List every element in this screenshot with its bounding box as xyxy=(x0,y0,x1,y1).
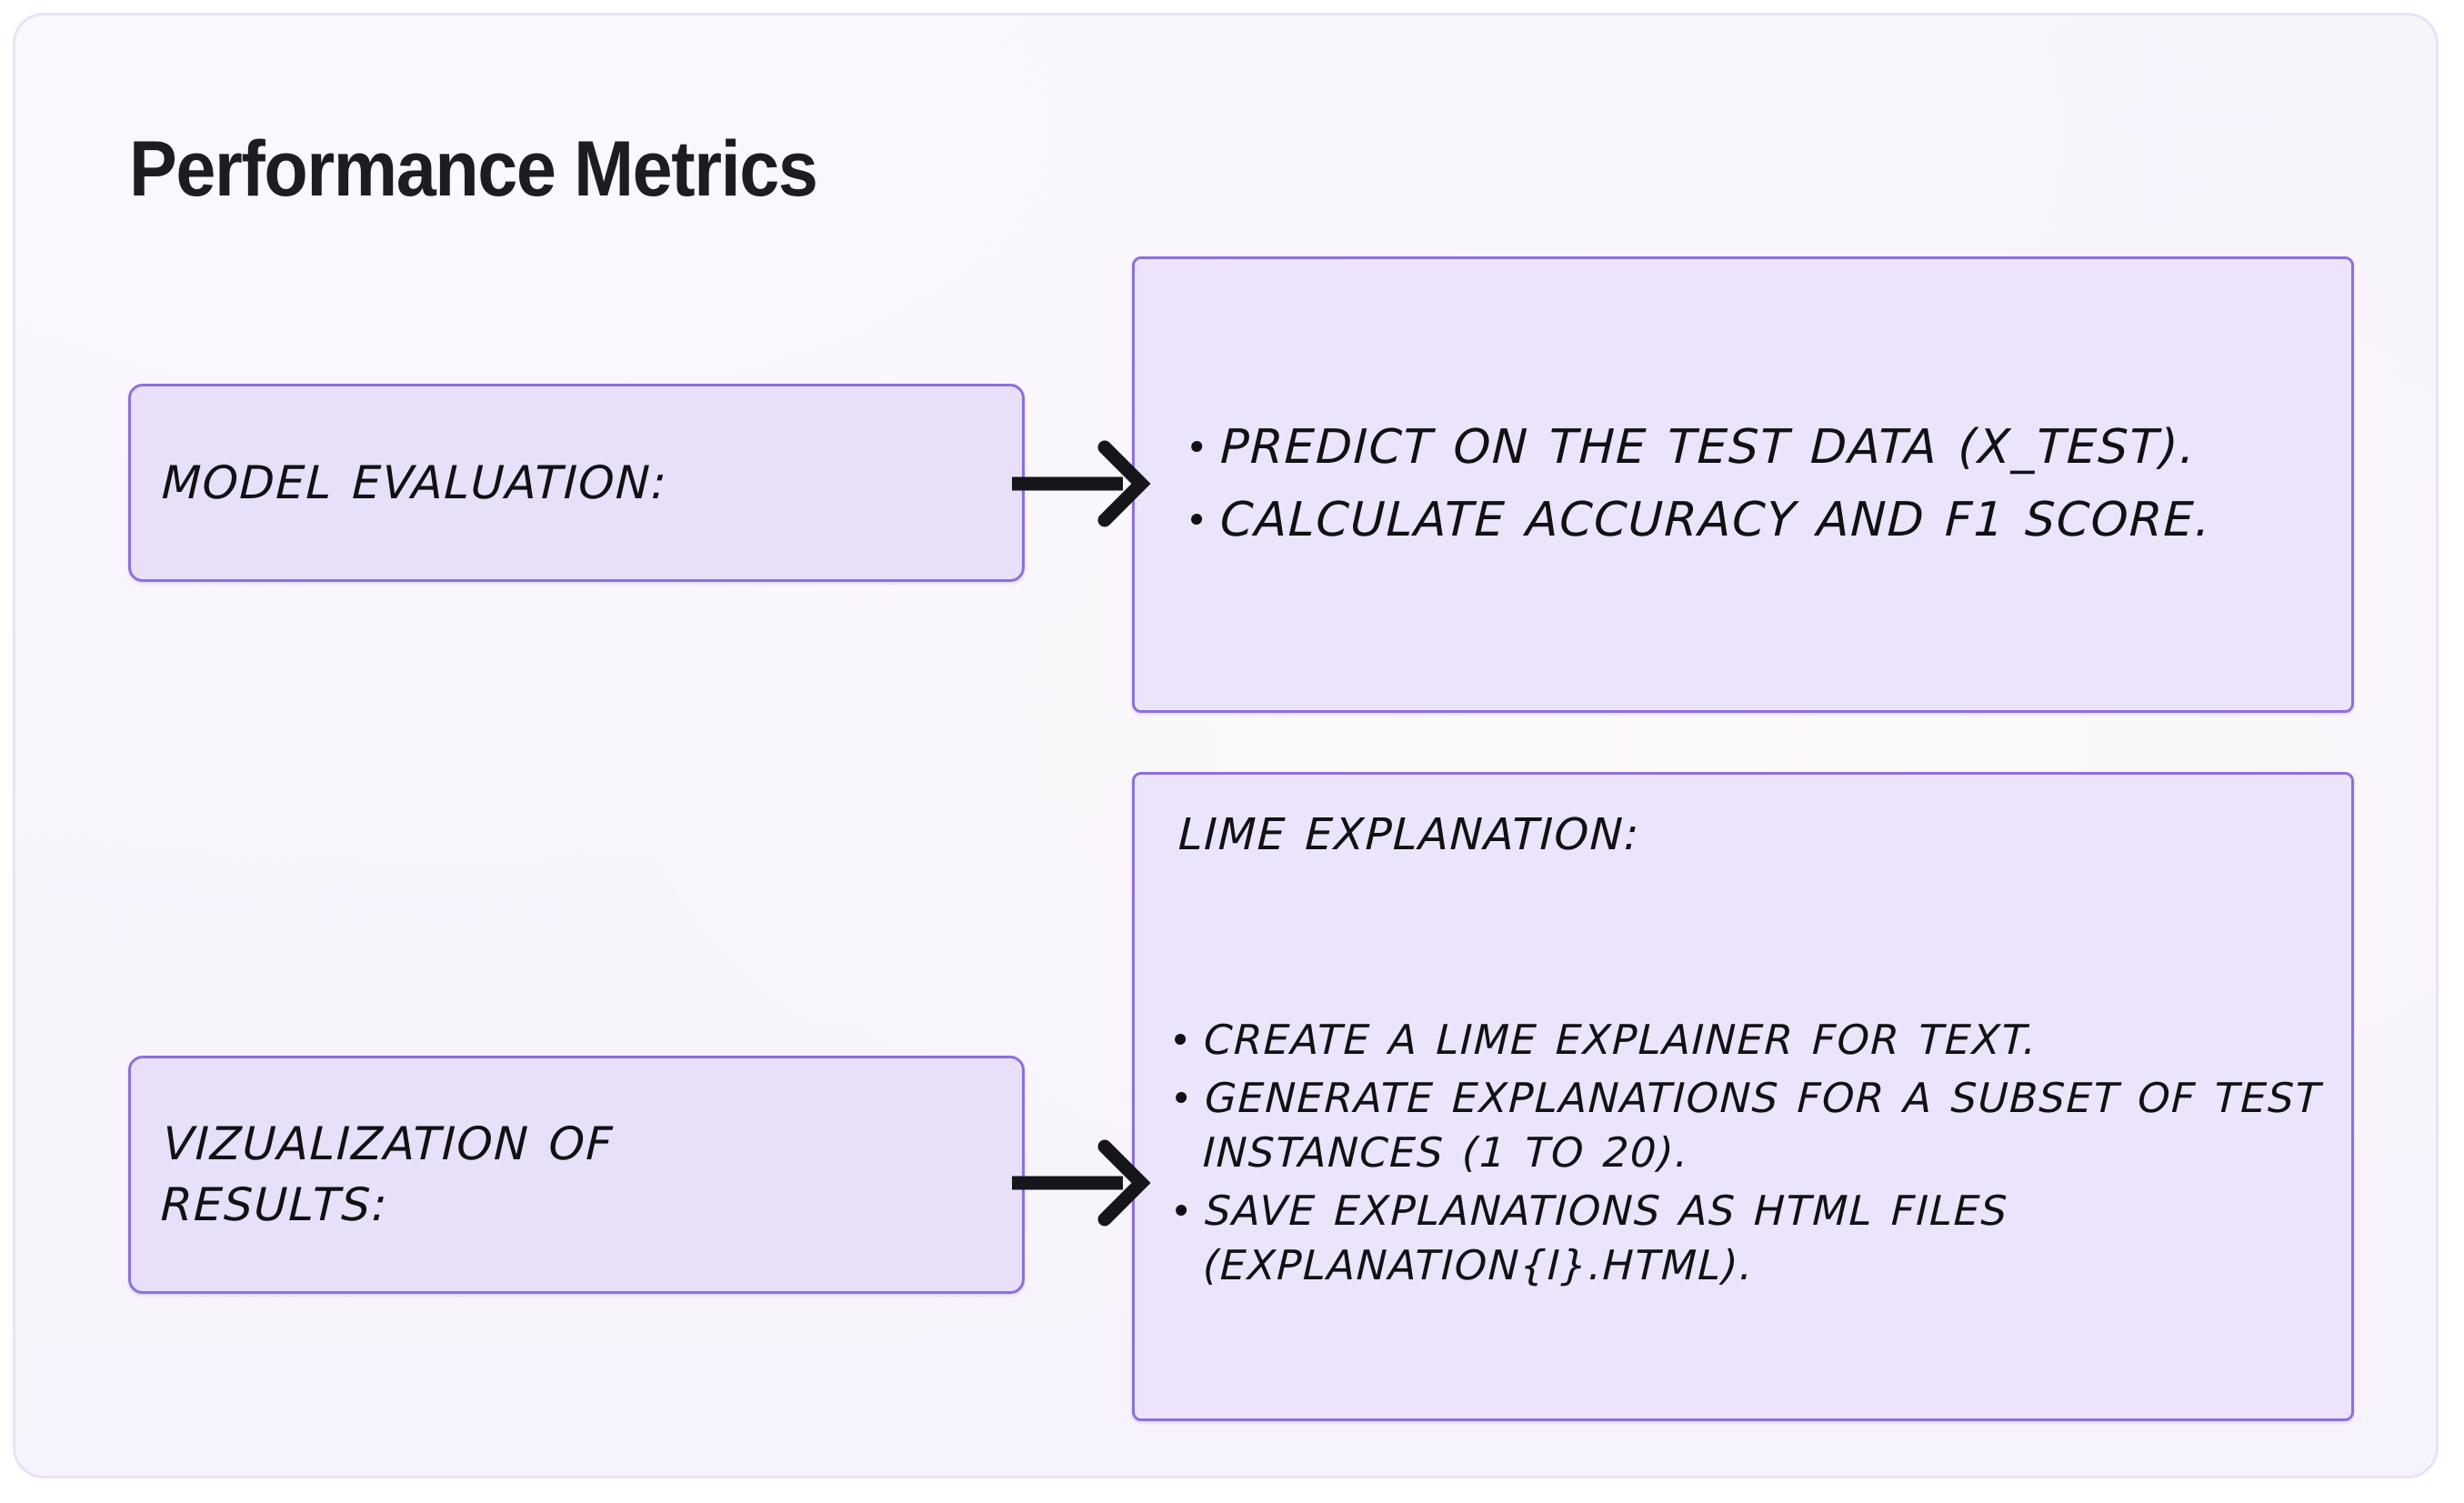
node-model-evaluation[interactable]: Model Evaluation: xyxy=(128,384,1025,582)
evaluation-steps-list: Predict on the test data (X_test). Calcu… xyxy=(1135,416,2351,552)
node-model-evaluation-label: Model Evaluation: xyxy=(160,456,669,509)
arrow-visualization-to-lime xyxy=(1012,1139,1151,1227)
node-lime-explanation[interactable]: LIME Explanation: Create a LIME explaine… xyxy=(1132,772,2354,1421)
list-item: Predict on the test data (X_test). xyxy=(1177,416,2353,489)
diagram-card: Performance Metrics Model Evaluation: Pr… xyxy=(13,13,2439,1478)
node-lime-title: LIME Explanation: xyxy=(1177,809,1641,860)
node-evaluation-steps[interactable]: Predict on the test data (X_test). Calcu… xyxy=(1132,256,2354,713)
page-title: Performance Metrics xyxy=(129,125,818,213)
list-item: Create a LIME explainer for text. xyxy=(1161,1013,2332,1071)
lime-steps-list: Create a LIME explainer for text. Genera… xyxy=(1162,1013,2331,1296)
list-item: Calculate accuracy and F1 score. xyxy=(1177,489,2352,553)
arrow-model-evaluation-to-steps xyxy=(1012,440,1151,527)
node-visualization-of-results[interactable]: Vizualization of results: xyxy=(128,1056,1025,1294)
node-visualization-label: Vizualization of results: xyxy=(159,1117,615,1231)
list-item: Generate explanations for a subset of te… xyxy=(1160,1071,2333,1184)
list-item: Save explanations as HTML files (explana… xyxy=(1160,1184,2333,1297)
